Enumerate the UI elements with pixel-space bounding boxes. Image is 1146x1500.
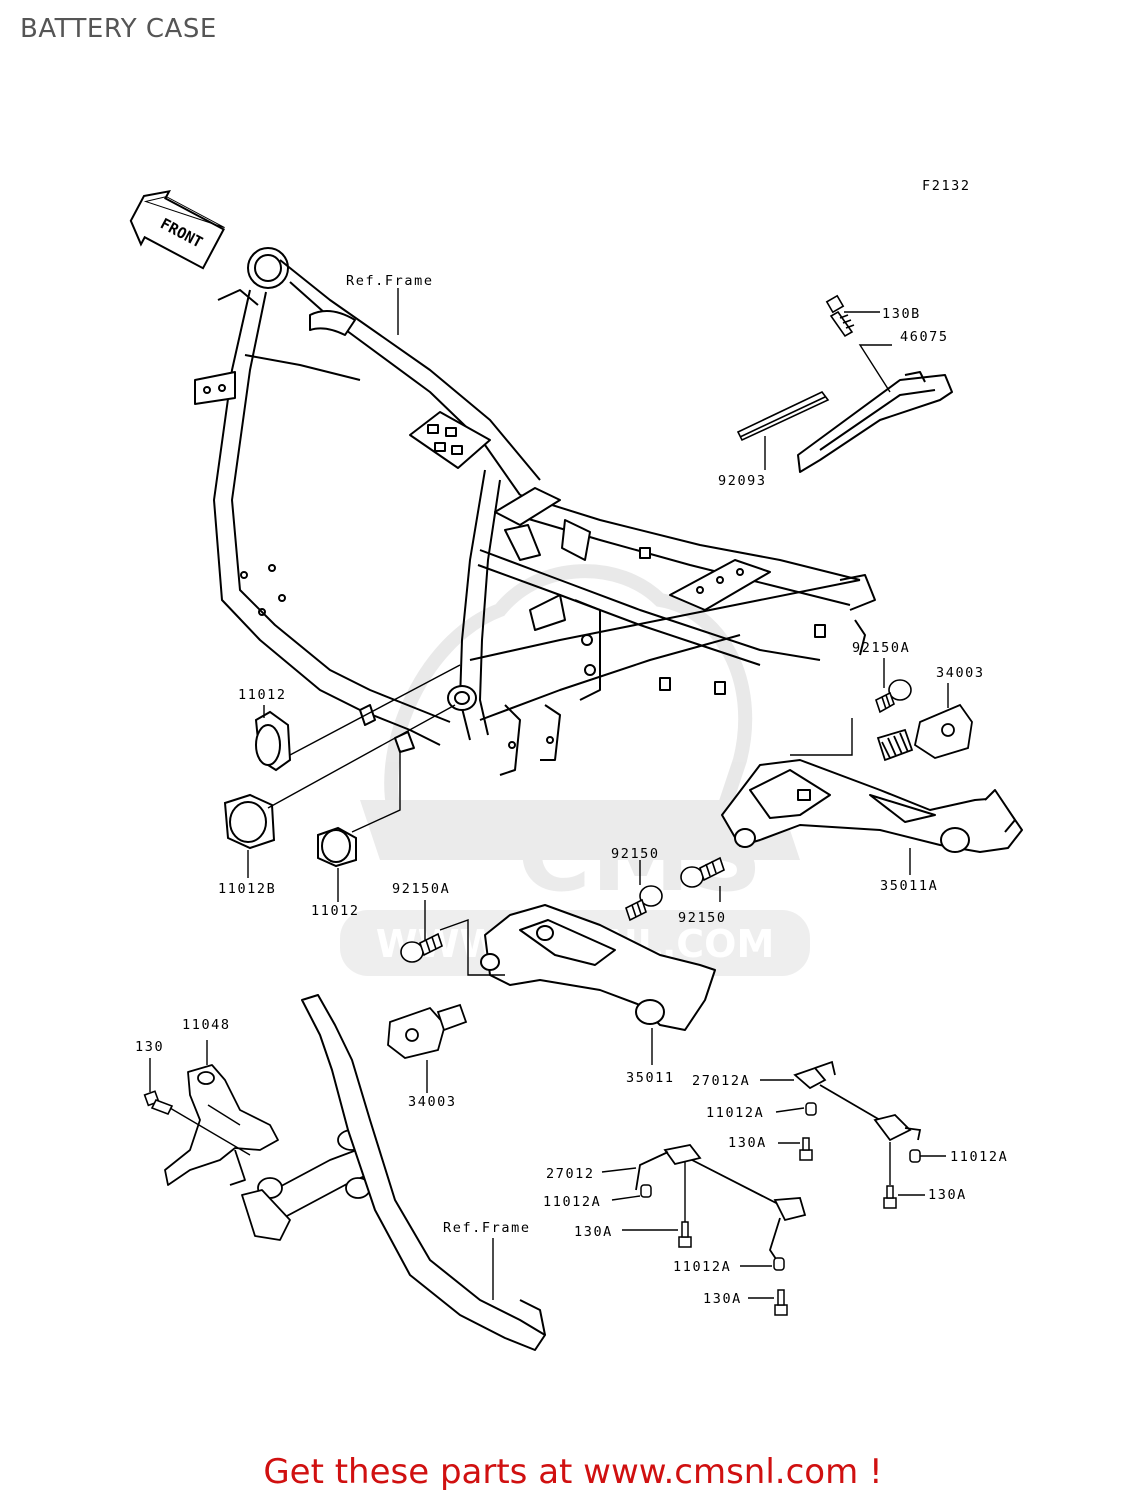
- part-92150-bolt-left: [625, 885, 663, 922]
- part-34003-right: [876, 703, 973, 762]
- part-130A-bolt-2: [883, 1185, 897, 1209]
- ref-frame-lower-tube: [301, 994, 546, 1351]
- label-34003-left: 34003: [408, 1094, 457, 1110]
- label-11012-top: 11012: [238, 687, 287, 703]
- label-92093: 92093: [718, 473, 767, 489]
- label-27012: 27012: [546, 1166, 595, 1182]
- page-title: BATTERY CASE: [20, 14, 217, 44]
- part-130A-bolt-4: [774, 1289, 788, 1316]
- label-130A-4: 130A: [703, 1291, 742, 1307]
- label-130A-2: 130A: [928, 1187, 967, 1203]
- label-92150A-left: 92150A: [392, 881, 450, 897]
- main-frame: [194, 247, 876, 776]
- part-130A-bolt-3: [678, 1221, 692, 1248]
- part-35011A-bracket: [721, 759, 1023, 853]
- part-35011-bracket: [480, 904, 716, 1031]
- leader-lines: [149, 288, 949, 1300]
- part-130-bolt: [143, 1090, 174, 1116]
- label-130: 130: [135, 1039, 164, 1055]
- label-35011A: 35011A: [880, 878, 938, 894]
- label-11012A-1: 11012A: [706, 1105, 764, 1121]
- label-130B: 130B: [882, 306, 921, 322]
- part-labels: Ref.Frame 130B 46075 92093 92150A 34003 …: [135, 273, 1008, 1307]
- part-11012-cap-top: [254, 710, 292, 772]
- watermark-logo-outline: [384, 564, 753, 838]
- part-46075-rail: [797, 371, 953, 473]
- part-92150A-right-bolt: [875, 679, 912, 714]
- figure-code: F2132: [922, 178, 971, 194]
- part-11048-bracket: [164, 1064, 279, 1186]
- label-130A-3: 130A: [574, 1224, 613, 1240]
- footer-cmsnl-link[interactable]: Get these parts at www.cmsnl.com !: [263, 1452, 883, 1492]
- part-11012-cap-mid: [317, 826, 357, 868]
- label-11048: 11048: [182, 1017, 231, 1033]
- label-ref-frame-top: Ref.Frame: [346, 273, 434, 289]
- label-27012A: 27012A: [692, 1073, 750, 1089]
- label-92150-mid: 92150: [678, 910, 727, 926]
- part-11012A-cap-3: [640, 1184, 652, 1198]
- label-11012-mid: 11012: [311, 903, 360, 919]
- part-130B-bolt: [825, 294, 855, 338]
- label-11012B: 11012B: [218, 881, 276, 897]
- part-11012A-cap-1: [805, 1102, 817, 1116]
- part-11012A-cap-4: [773, 1257, 785, 1271]
- part-92093-strip: [736, 390, 830, 442]
- part-11012B-cap: [223, 793, 276, 850]
- part-34003-left: [387, 1003, 468, 1059]
- label-35011: 35011: [626, 1070, 675, 1086]
- label-92150A-right: 92150A: [852, 640, 910, 656]
- front-arrow-icon: FRONT: [129, 189, 225, 270]
- label-92150-top: 92150: [611, 846, 660, 862]
- watermark-logo-band: [360, 800, 800, 860]
- part-27012A-stay: [793, 1060, 922, 1142]
- label-11012A-3: 11012A: [543, 1194, 601, 1210]
- part-130A-bolt-1: [799, 1137, 813, 1161]
- label-ref-frame-bottom: Ref.Frame: [443, 1220, 531, 1236]
- part-92150-bolt-right: [680, 856, 725, 888]
- part-27012-stay: [635, 1144, 807, 1263]
- label-130A-1: 130A: [728, 1135, 767, 1151]
- part-11012A-cap-2: [909, 1149, 921, 1163]
- label-11012A-4: 11012A: [673, 1259, 731, 1275]
- label-34003-right: 34003: [936, 665, 985, 681]
- label-46075: 46075: [900, 329, 949, 345]
- label-11012A-2: 11012A: [950, 1149, 1008, 1165]
- part-92150A-left-bolt: [400, 932, 443, 963]
